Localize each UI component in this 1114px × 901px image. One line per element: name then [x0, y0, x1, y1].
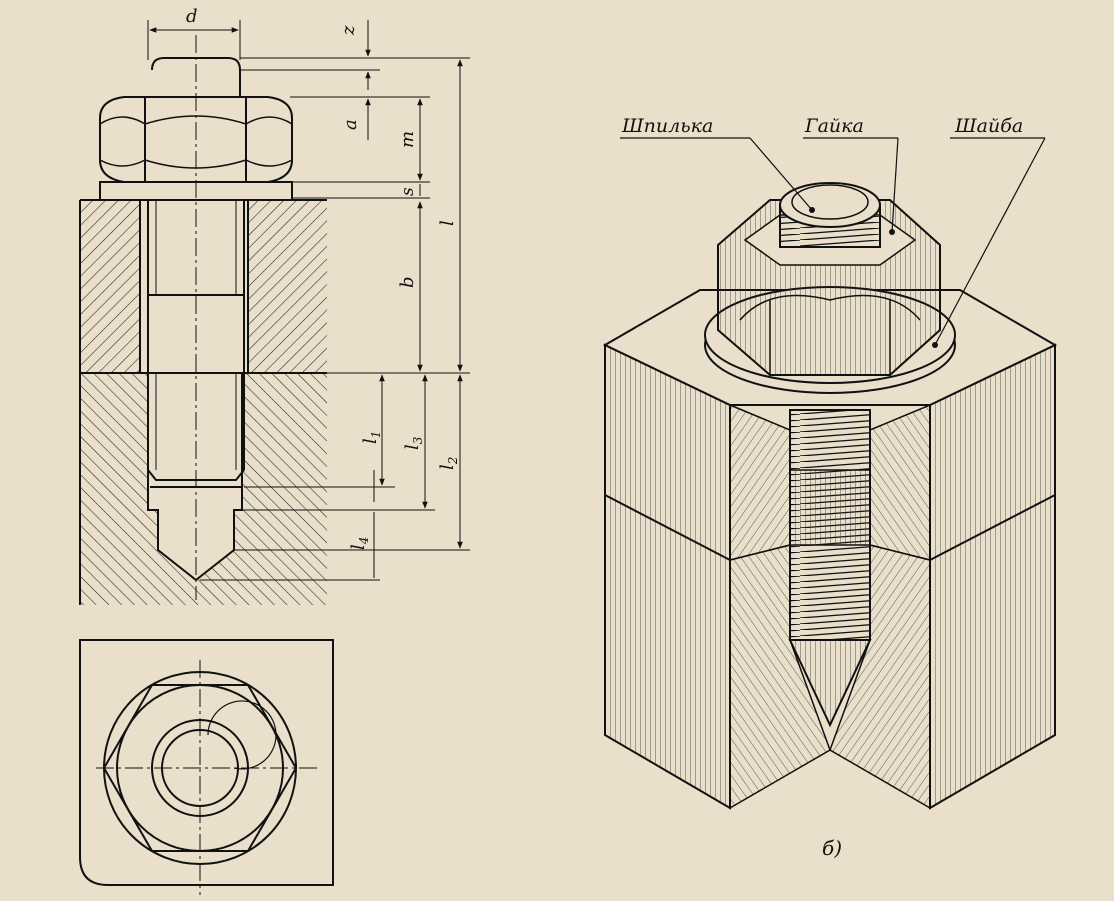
dim-b: b	[397, 276, 418, 288]
dim-l2: l	[437, 464, 458, 470]
callout-nut: Гайка	[804, 115, 864, 137]
top-view	[79, 639, 334, 895]
dim-m: m	[397, 131, 418, 148]
section-view	[79, 35, 327, 605]
dimensions: d z a m s b l l1 l3 l2 l4	[147, 6, 470, 581]
dim-d: d	[186, 6, 198, 27]
dim-l1: l	[360, 438, 381, 444]
dim-l4: l	[348, 544, 369, 550]
callout-washer: Шайба	[954, 115, 1023, 137]
dim-s: s	[398, 187, 418, 196]
dim-z: z	[338, 25, 359, 36]
dim-l2-sub: 2	[446, 457, 460, 466]
callout-stud: Шпилька	[621, 115, 713, 137]
svg-text:l3: l3	[402, 436, 425, 450]
panel-label-b: б)	[822, 836, 842, 860]
nut-section	[99, 96, 293, 183]
dim-l: l	[437, 220, 458, 226]
dim-l3: l	[402, 444, 423, 450]
dim-l3-sub: 3	[411, 436, 425, 444]
isometric-view: Шпилька Гайка Шайба б)	[602, 115, 1058, 860]
svg-text:l1: l1	[360, 431, 383, 444]
dim-a: a	[340, 119, 361, 130]
dim-l4-sub: 4	[357, 537, 371, 546]
svg-text:l2: l2	[437, 457, 460, 470]
svg-text:l4: l4	[348, 537, 371, 550]
dim-l1-sub: 1	[369, 431, 383, 439]
